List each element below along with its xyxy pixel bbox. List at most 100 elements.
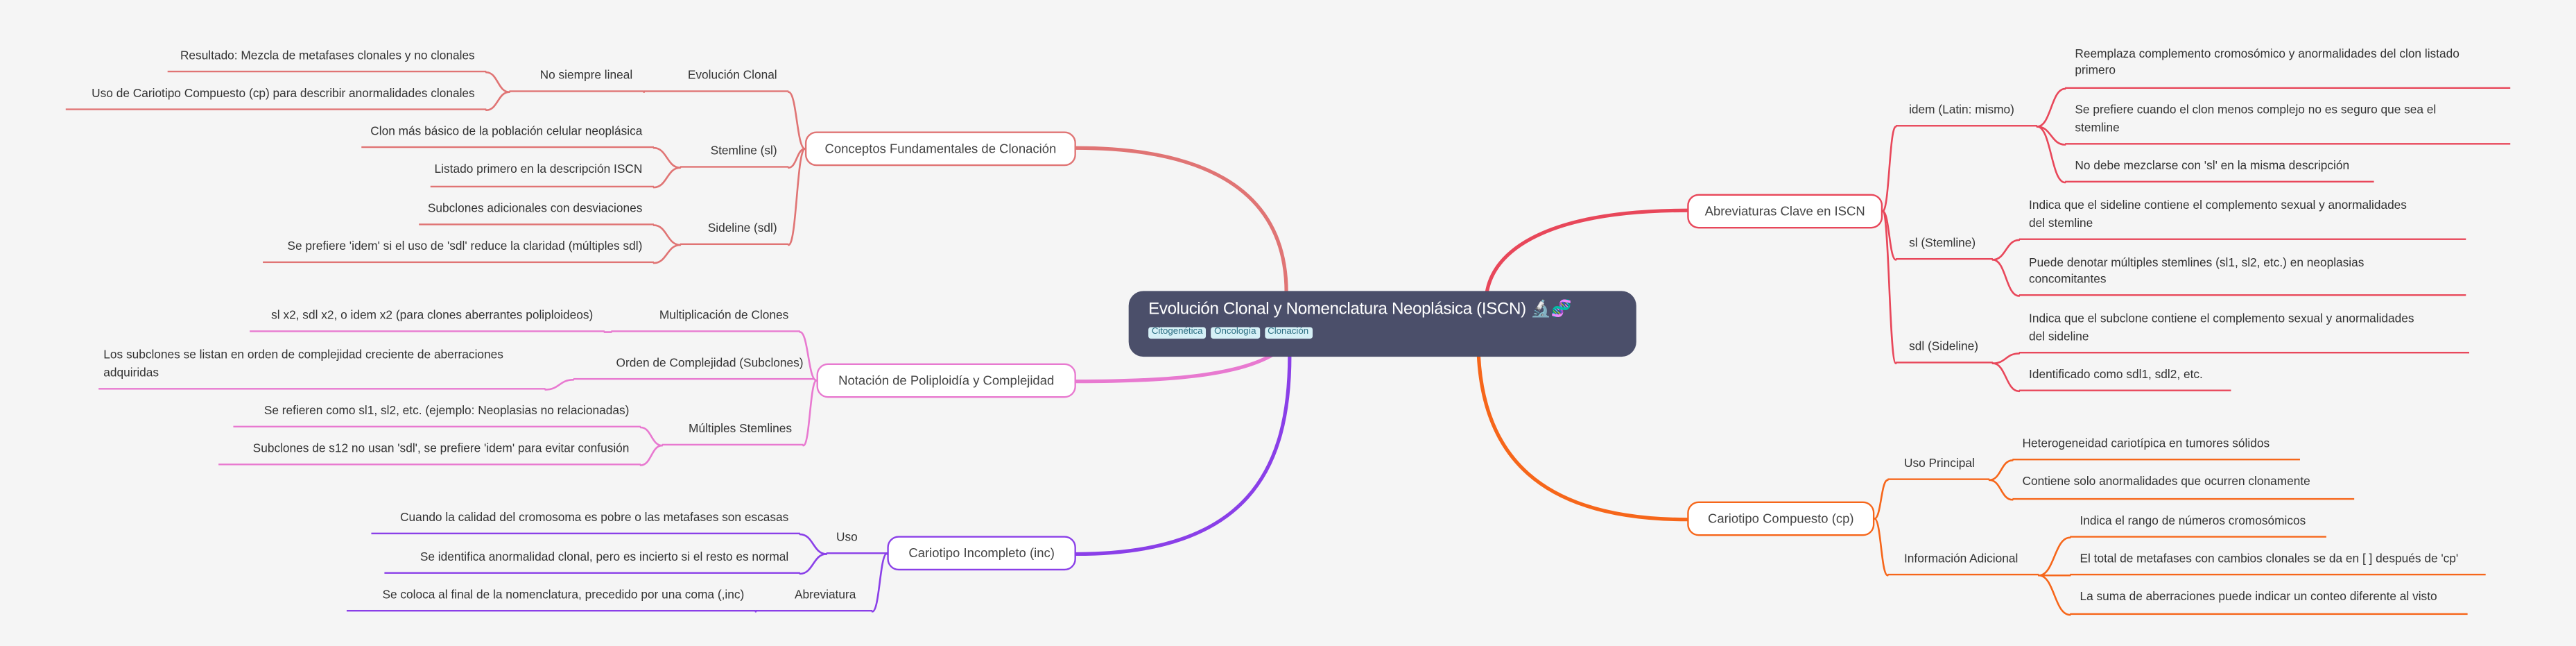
- leaf-node[interactable]: Reemplaza complemento cromosómico y anor…: [2065, 46, 2511, 88]
- central-topic[interactable]: Evolución Clonal y Nomenclatura Neoplási…: [1128, 290, 1636, 356]
- child-connector: [485, 91, 510, 112]
- child-connector: [799, 553, 828, 575]
- branch-conceptos-fundamentales[interactable]: Conceptos Fundamentales de Clonación: [804, 131, 1076, 167]
- main-branch-connector: [1074, 351, 1277, 384]
- leaf-node[interactable]: sl x2, sdl x2, o idem x2 (para clones ab…: [250, 307, 605, 332]
- node-uso-principal[interactable]: Uso Principal: [1887, 455, 1990, 480]
- child-connector: [2036, 126, 2066, 184]
- node-label: Subclones de s12 no usan 'sdl', se prefi…: [252, 440, 630, 456]
- leaf-node[interactable]: Puede denotar múltiples stemlines (sl1, …: [2019, 254, 2466, 297]
- node-label: Uso de Cariotipo Compuesto (cp) para des…: [92, 85, 475, 101]
- branch-abreviaturas-clave[interactable]: Abreviaturas Clave en ISCN: [1687, 194, 1883, 229]
- tag-list: Citogenética Oncología Clonación: [1148, 326, 1616, 339]
- branch-notacion-poliploidia[interactable]: Notación de Poliploidía y Complejidad: [816, 363, 1076, 398]
- child-connector: [787, 148, 806, 246]
- node-multiplicacion-clones[interactable]: Multiplicación de Clones: [611, 307, 800, 332]
- node-informacion-adicional[interactable]: Información Adicional: [1887, 550, 2039, 576]
- node-sl-stemline[interactable]: sl (Stemline): [1896, 235, 1993, 260]
- child-connector: [652, 146, 682, 169]
- node-label: Se coloca al final de la nomenclatura, p…: [382, 586, 745, 602]
- child-connector: [1874, 479, 1889, 520]
- node-label: Stemline (sl): [710, 142, 777, 158]
- leaf-node[interactable]: Subclones de s12 no usan 'sdl', se prefi…: [218, 440, 641, 466]
- leaf-node[interactable]: La suma de aberraciones puede indicar un…: [2070, 589, 2468, 614]
- leaf-node[interactable]: Se refieren como sl1, sl2, etc. (ejemplo…: [233, 402, 641, 428]
- node-label: Cuando la calidad del cromosoma es pobre…: [399, 509, 789, 525]
- child-connector: [871, 552, 888, 613]
- leaf-node[interactable]: Cuando la calidad del cromosoma es pobre…: [371, 509, 800, 535]
- node-label: idem (Latin: mismo): [1909, 101, 2014, 117]
- child-connector: [1991, 362, 2021, 393]
- node-label: Reemplaza complemento cromosómico y anor…: [2075, 46, 2460, 78]
- node-label: Cariotipo Compuesto (cp): [1708, 511, 1854, 527]
- node-idem[interactable]: idem (Latin: mismo): [1896, 101, 2037, 127]
- node-uso[interactable]: Uso: [826, 529, 888, 554]
- node-label: Indica que el sideline contiene el compl…: [2029, 198, 2407, 230]
- node-multiples-stemlines[interactable]: Múltiples Stemlines: [662, 420, 804, 446]
- child-connector: [1988, 459, 2014, 482]
- node-label: No siempre lineal: [539, 67, 633, 83]
- node-label: Conceptos Fundamentales de Clonación: [824, 141, 1057, 157]
- node-stemline[interactable]: Stemline (sl): [680, 142, 789, 168]
- node-no-siempre-lineal[interactable]: No siempre lineal: [509, 67, 644, 92]
- tag-citogenetica[interactable]: Citogenética: [1148, 326, 1207, 339]
- child-connector: [2037, 574, 2071, 616]
- child-connector: [639, 444, 664, 466]
- node-label: Indica el rango de números cromosómicos: [2080, 512, 2306, 527]
- leaf-node[interactable]: Se identifica anormalidad clonal, pero e…: [384, 549, 800, 574]
- leaf-node[interactable]: Identificado como sdl1, sdl2, etc.: [2019, 366, 2231, 391]
- leaf-node[interactable]: Clon más básico de la población celular …: [361, 123, 654, 148]
- node-label: sdl (Sideline): [1909, 338, 1979, 354]
- node-label: Se refieren como sl1, sl2, etc. (ejemplo…: [263, 402, 630, 418]
- main-branch-connector: [1476, 353, 1689, 522]
- leaf-node[interactable]: El total de metafases con cambios clonal…: [2070, 550, 2486, 576]
- tag-oncologia[interactable]: Oncología: [1211, 326, 1260, 339]
- leaf-node[interactable]: Los subclones se listan en orden de comp…: [98, 347, 546, 390]
- leaf-node[interactable]: Subclones adicionales con desviaciones: [419, 200, 654, 225]
- node-label: Subclones adicionales con desviaciones: [427, 200, 643, 215]
- leaf-node[interactable]: Se prefiere cuando el clon menos complej…: [2065, 102, 2511, 145]
- child-connector: [802, 380, 818, 447]
- node-label: sl x2, sdl x2, o idem x2 (para clones ab…: [271, 307, 594, 323]
- node-label: Se identifica anormalidad clonal, pero e…: [420, 549, 789, 564]
- node-label: Puede denotar múltiples stemlines (sl1, …: [2029, 254, 2365, 287]
- main-branch-connector: [1485, 208, 1689, 295]
- child-connector: [2036, 87, 2066, 128]
- child-connector: [1991, 239, 2021, 261]
- node-label: Múltiples Stemlines: [689, 420, 792, 436]
- node-label: Contiene solo anormalidades que ocurren …: [2022, 474, 2310, 489]
- node-label: Cariotipo Incompleto (inc): [908, 545, 1055, 561]
- node-label: Abreviaturas Clave en ISCN: [1704, 203, 1865, 219]
- node-label: Abreviatura: [794, 586, 856, 602]
- node-abreviatura[interactable]: Abreviatura: [755, 586, 873, 612]
- child-connector: [1874, 518, 1889, 577]
- leaf-node[interactable]: Indica el rango de números cromosómicos: [2070, 512, 2326, 538]
- node-sdl-sideline[interactable]: sdl (Sideline): [1896, 338, 1993, 364]
- leaf-node[interactable]: Indica que el sideline contiene el compl…: [2019, 198, 2466, 240]
- node-label: Se prefiere cuando el clon menos complej…: [2075, 102, 2437, 135]
- node-label: Notación de Poliploidía y Complejidad: [838, 373, 1055, 389]
- main-branch-connector: [1074, 146, 1288, 295]
- node-orden-complejidad[interactable]: Orden de Complejidad (Subclones): [573, 355, 815, 380]
- node-label: Multiplicación de Clones: [659, 307, 789, 323]
- branch-cariotipo-incompleto[interactable]: Cariotipo Incompleto (inc): [887, 536, 1076, 571]
- leaf-node[interactable]: Uso de Cariotipo Compuesto (cp) para des…: [65, 85, 487, 110]
- tag-clonacion[interactable]: Clonación: [1264, 326, 1312, 339]
- leaf-node[interactable]: Indica que el subclone contiene el compl…: [2019, 312, 2469, 354]
- leaf-node[interactable]: Listado primero en la descripción ISCN: [430, 162, 654, 187]
- node-label: Clon más básico de la población celular …: [370, 123, 643, 138]
- leaf-node[interactable]: Resultado: Mezcla de metafases clonales …: [167, 46, 487, 72]
- node-label: Los subclones se listan en orden de comp…: [103, 347, 503, 380]
- leaf-node[interactable]: No debe mezclarse con 'sl' en la misma d…: [2065, 158, 2374, 182]
- node-label: Resultado: Mezcla de metafases clonales …: [180, 46, 475, 62]
- branch-cariotipo-compuesto[interactable]: Cariotipo Compuesto (cp): [1687, 501, 1875, 536]
- node-sideline[interactable]: Sideline (sdl): [680, 219, 789, 245]
- leaf-node[interactable]: Se prefiere 'idem' si el uso de 'sdl' re…: [263, 238, 654, 264]
- node-evolucion-clonal[interactable]: Evolución Clonal: [643, 67, 789, 92]
- leaf-node[interactable]: Heterogeneidad cariotípica en tumores só…: [2012, 436, 2300, 461]
- leaf-node[interactable]: Se coloca al final de la nomenclatura, p…: [346, 586, 756, 612]
- leaf-node[interactable]: Contiene solo anormalidades que ocurren …: [2012, 474, 2355, 500]
- child-connector: [1988, 479, 2014, 501]
- node-label: Información Adicional: [1903, 550, 2019, 566]
